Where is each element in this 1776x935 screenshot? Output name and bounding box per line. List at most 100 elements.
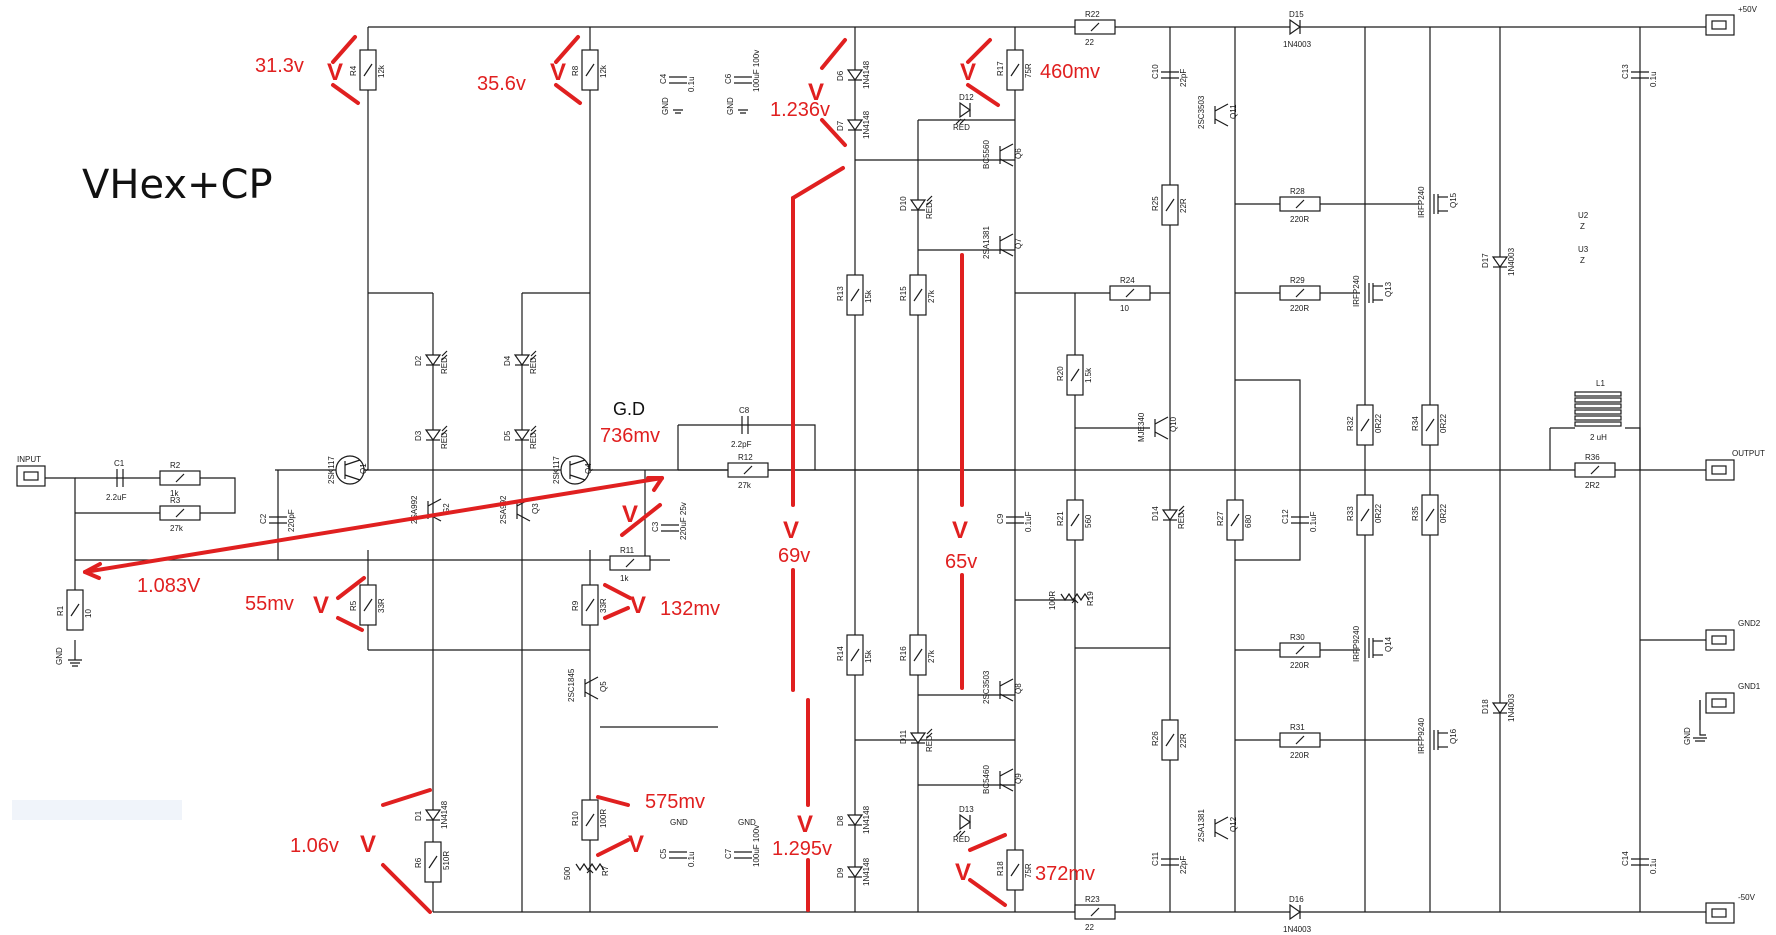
- r5-resistor: R5 33R: [349, 584, 386, 626]
- svg-text:22: 22: [1085, 38, 1094, 47]
- q9-transistor: Q9 BC5460: [982, 765, 1023, 794]
- d6-diode: D6 1N4148: [836, 60, 871, 89]
- svg-text:D9: D9: [836, 867, 845, 878]
- svg-text:0.1u: 0.1u: [1649, 71, 1658, 87]
- schematic-title: VHex+CP: [82, 162, 273, 208]
- svg-text:C8: C8: [739, 406, 750, 415]
- svg-text:C11: C11: [1151, 851, 1160, 866]
- svg-text:27k: 27k: [170, 524, 184, 533]
- svg-text:Q4: Q4: [584, 463, 593, 474]
- meas-input: 1.083V: [137, 575, 201, 597]
- svg-text:GND: GND: [55, 647, 64, 665]
- svg-text:D6: D6: [836, 70, 845, 81]
- meas-r17: 460mv: [1040, 61, 1100, 83]
- svg-text:D13: D13: [959, 805, 974, 814]
- svg-text:15k: 15k: [864, 649, 873, 663]
- svg-text:2SA992: 2SA992: [410, 495, 419, 524]
- svg-text:IRFP9240: IRFP9240: [1417, 717, 1426, 754]
- gd-label: G.D: [613, 399, 645, 419]
- svg-text:2SA1381: 2SA1381: [982, 226, 991, 259]
- svg-text:100R: 100R: [1048, 591, 1057, 610]
- svg-text:27k: 27k: [738, 481, 752, 490]
- svg-text:R32: R32: [1346, 416, 1355, 431]
- svg-text:RED: RED: [529, 432, 538, 449]
- svg-text:2 uH: 2 uH: [1590, 433, 1607, 442]
- q7-transistor: Q7 2SA1381: [982, 226, 1023, 259]
- r10-resistor: R10 100R: [571, 799, 608, 841]
- svg-text:R16: R16: [899, 646, 908, 661]
- svg-text:R5: R5: [349, 600, 358, 611]
- meas-r18: 372mv: [1035, 863, 1095, 885]
- svg-text:Q5: Q5: [599, 681, 608, 692]
- svg-text:33R: 33R: [377, 598, 386, 613]
- svg-text:22pF: 22pF: [1179, 69, 1188, 87]
- svg-text:1.5k: 1.5k: [1084, 367, 1093, 383]
- svg-text:MJE340: MJE340: [1137, 412, 1146, 442]
- c1-capacitor: C12.2uF: [106, 459, 127, 502]
- svg-text:2.2pF: 2.2pF: [731, 440, 752, 449]
- svg-text:Q10: Q10: [1169, 416, 1178, 432]
- svg-text:2SK117: 2SK117: [327, 456, 336, 484]
- svg-text:D15: D15: [1289, 10, 1304, 19]
- svg-text:Q12: Q12: [1229, 816, 1238, 832]
- meas-r8: 35.6v: [477, 73, 526, 95]
- plus50-label: +50V: [1738, 5, 1758, 14]
- svg-text:1N4148: 1N4148: [862, 60, 871, 89]
- svg-text:Q8: Q8: [1014, 683, 1023, 694]
- connector-input: INPUT: [16, 455, 46, 487]
- meas-mid-left: 69v: [778, 545, 810, 567]
- meas-d8d9: 1.295v: [772, 838, 832, 860]
- svg-text:0R22: 0R22: [1439, 413, 1448, 433]
- svg-text:R30: R30: [1290, 633, 1305, 642]
- svg-text:2SA992: 2SA992: [499, 495, 508, 524]
- svg-text:C5: C5: [659, 848, 668, 859]
- watermark-bar: [12, 800, 182, 820]
- svg-text:Q9: Q9: [1014, 773, 1023, 784]
- svg-text:R24: R24: [1120, 276, 1135, 285]
- ground-symbol-output: GND: [1683, 727, 1707, 745]
- svg-text:R13: R13: [836, 286, 845, 301]
- svg-text:R10: R10: [571, 811, 580, 826]
- svg-text:R14: R14: [836, 646, 845, 661]
- svg-text:15k: 15k: [864, 289, 873, 303]
- svg-text:100R: 100R: [599, 809, 608, 828]
- svg-text:R25: R25: [1151, 196, 1160, 211]
- svg-text:D10: D10: [899, 196, 908, 211]
- svg-text:C3: C3: [651, 521, 660, 532]
- svg-text:33R: 33R: [599, 598, 608, 613]
- svg-text:R4: R4: [349, 65, 358, 76]
- svg-text:0.1u: 0.1u: [687, 76, 696, 92]
- u3-val: Z: [1580, 256, 1585, 265]
- svg-text:1N4148: 1N4148: [862, 110, 871, 139]
- svg-text:R18: R18: [996, 861, 1005, 876]
- v-mark-r8: V: [550, 59, 566, 86]
- svg-text:D11: D11: [899, 729, 908, 744]
- svg-text:22pF: 22pF: [1179, 856, 1188, 874]
- svg-text:220uF 25v: 220uF 25v: [679, 502, 688, 540]
- svg-text:C10: C10: [1151, 64, 1160, 79]
- connector-plus50: +50V: [1705, 5, 1758, 36]
- svg-text:Q7: Q7: [1014, 238, 1023, 249]
- svg-text:BC5460: BC5460: [982, 765, 991, 794]
